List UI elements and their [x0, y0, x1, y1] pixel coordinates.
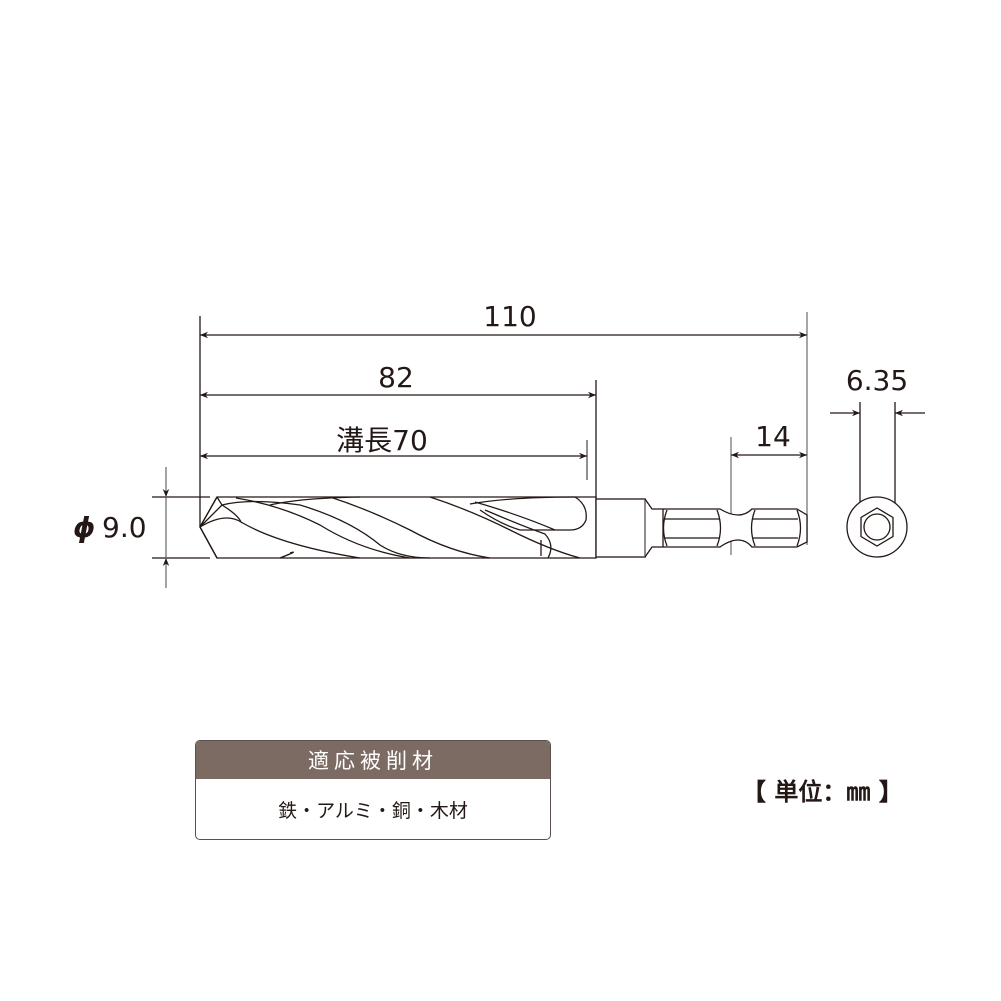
dim-635-label: 6.35: [846, 364, 908, 397]
applicable-materials-value: 鉄・アルミ・銅・木材: [278, 799, 468, 822]
dim-82-label: 82: [378, 361, 414, 394]
hex-end-view: [846, 496, 908, 558]
unit-label: 【 単位：㎜ 】: [742, 778, 903, 806]
applicable-materials-box: 適応被削材 鉄・アルミ・銅・木材: [195, 740, 551, 840]
drill-shank: [595, 498, 808, 558]
applicable-materials-header: 適応被削材: [196, 741, 550, 779]
dim-diameter-label: 9.0: [102, 511, 147, 544]
dim-14-label: 14: [755, 420, 791, 453]
dim-flute-label: 溝長70: [336, 424, 428, 457]
dimension-lines: [162, 331, 925, 588]
dim-110-label: 110: [483, 300, 536, 333]
diameter-symbol: ϕ: [73, 511, 95, 544]
drill-body: [199, 496, 597, 559]
